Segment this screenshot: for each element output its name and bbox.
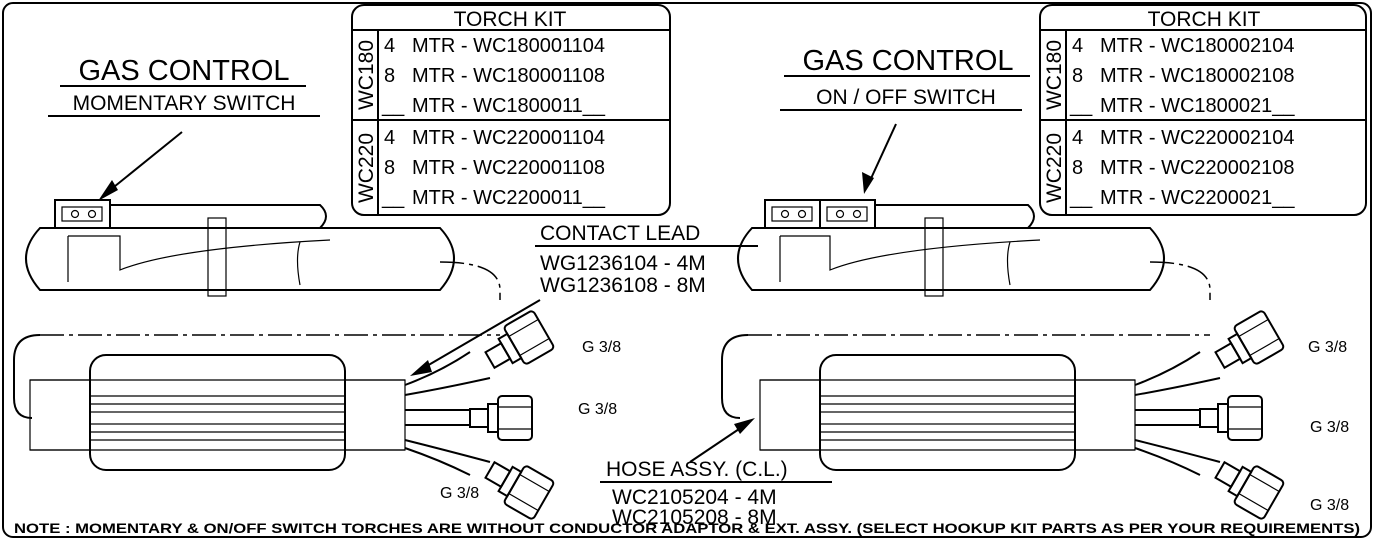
hose-assy-callout: HOSE ASSY. (C.L.) WC2105204 - 4M WC21052… <box>600 418 832 529</box>
contact-lead-part-4m: WG1236104 - 4M <box>540 252 706 275</box>
kit-row-part: MTR - WC220001104 <box>412 127 605 149</box>
right-switch-label: ON / OFF SWITCH <box>816 86 996 109</box>
right-gas-control-label: GAS CONTROL <box>802 45 1013 77</box>
kit-row-part: MTR - WC180001104 <box>412 35 605 57</box>
kit-row-length: 8 <box>384 65 395 87</box>
kit-row-length: 4 <box>1072 35 1083 57</box>
left-fitting-middle <box>469 395 533 441</box>
right-torch-handle <box>737 204 1165 297</box>
kit-row-part: MTR - WC220002104 <box>1100 127 1295 149</box>
contact-lead-part-8m: WG1236108 - 8M <box>540 274 706 297</box>
kit-row-length: 4 <box>1072 127 1083 149</box>
right-kit-title: TORCH KIT <box>1148 8 1261 31</box>
kit-row-length: __ <box>1069 95 1093 117</box>
kit-row-length: 8 <box>384 157 395 179</box>
kit-row-length: __ <box>381 187 405 209</box>
right-switch-leader <box>867 123 897 186</box>
contact-lead-title: CONTACT LEAD <box>540 222 700 245</box>
kit-row-part: MTR - WC220001108 <box>412 157 605 179</box>
left-switch-label: MOMENTARY SWITCH <box>73 92 296 115</box>
left-fitting-label-bottom: G 3/8 <box>440 485 479 502</box>
hose-assy-part-4m: WC2105204 - 4M <box>612 486 777 509</box>
right-assembly: TORCH KIT WC180 WC220 4 MTR - WC18000210… <box>721 4 1367 522</box>
kit-row-part: MTR - WC2200021__ <box>1100 187 1295 209</box>
left-kit-title: TORCH KIT <box>454 8 567 31</box>
kit-row-length: 4 <box>384 35 395 57</box>
left-fitting-label-middle: G 3/8 <box>578 401 617 418</box>
right-fitting-middle <box>1199 395 1263 441</box>
right-hose-body <box>721 334 1221 476</box>
left-switch-leader <box>103 131 183 196</box>
right-fitting-label-top: G 3/8 <box>1308 339 1347 356</box>
kit-row-length: 8 <box>1072 157 1083 179</box>
right-fitting-top <box>1208 308 1286 381</box>
right-kit-group-wc180: WC180 <box>1043 40 1066 110</box>
hose-assy-part-8m: WC2105208 - 8M <box>612 506 777 529</box>
left-fitting-top <box>478 308 556 381</box>
left-assembly: TORCH KIT WC180 WC220 4 MTR - WC18000110… <box>13 4 671 522</box>
left-hose-body <box>13 334 500 476</box>
left-gas-control-label: GAS CONTROL <box>78 55 289 87</box>
kit-row-length: __ <box>1069 187 1093 209</box>
kit-row-length: 8 <box>1072 65 1083 87</box>
right-kit-group-wc220: WC220 <box>1043 133 1066 203</box>
right-fitting-label-middle: G 3/8 <box>1310 419 1349 436</box>
kit-row-part: MTR - WC180001108 <box>412 65 605 87</box>
kit-row-part: MTR - WC1800021__ <box>1100 95 1295 117</box>
left-fitting-label-top: G 3/8 <box>582 339 621 356</box>
on-off-switch <box>764 199 876 229</box>
right-fitting-bottom <box>1208 449 1286 522</box>
left-torch-kit-table: TORCH KIT WC180 WC220 4 MTR - WC18000110… <box>351 4 671 216</box>
contact-lead-callout: CONTACT LEAD WG1236104 - 4M WG1236108 - … <box>410 222 758 376</box>
footer-note: NOTE : MOMENTARY & ON/OFF SWITCH TORCHES… <box>14 520 1360 536</box>
left-fitting-bottom <box>478 449 556 522</box>
kit-row-part: MTR - WC180002108 <box>1100 65 1295 87</box>
kit-row-part: MTR - WC1800011__ <box>412 95 606 117</box>
right-torch-kit-table: TORCH KIT WC180 WC220 4 MTR - WC18000210… <box>1039 4 1367 216</box>
kit-row-part: MTR - WC220002108 <box>1100 157 1295 179</box>
left-kit-group-wc220: WC220 <box>355 133 378 203</box>
left-torch-handle <box>25 204 455 297</box>
momentary-switch <box>54 199 111 229</box>
right-fitting-label-bottom: G 3/8 <box>1310 497 1349 514</box>
kit-row-length: 4 <box>384 127 395 149</box>
kit-row-part: MTR - WC180002104 <box>1100 35 1295 57</box>
left-kit-group-wc180: WC180 <box>355 40 378 110</box>
kit-row-part: MTR - WC2200011__ <box>412 187 606 209</box>
hose-assy-title: HOSE ASSY. (C.L.) <box>606 458 788 481</box>
kit-row-length: __ <box>381 95 405 117</box>
